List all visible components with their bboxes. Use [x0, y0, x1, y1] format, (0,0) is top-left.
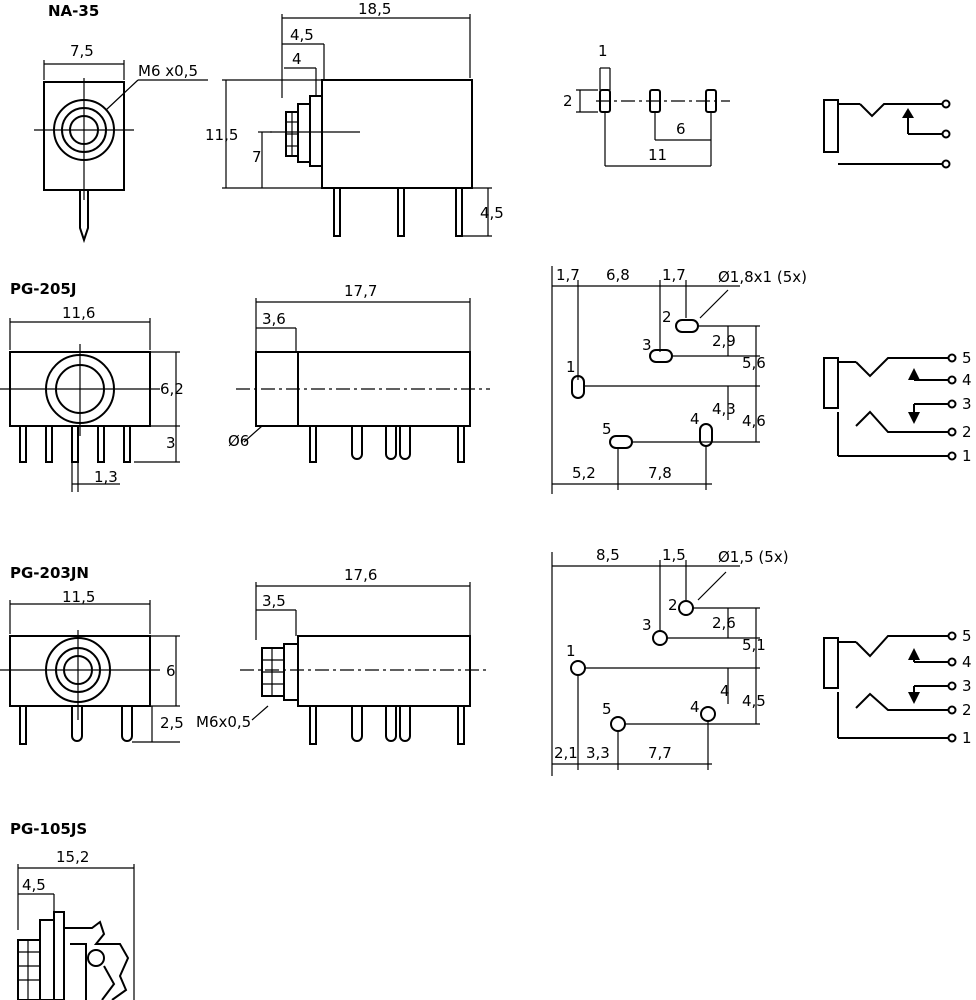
- pg203jn-thread: M6x0,5: [196, 713, 251, 731]
- pg203jn-sch-2: 2: [962, 701, 972, 719]
- na35-d2: 4: [292, 50, 302, 68]
- pg203jn-pin-3: 3: [642, 616, 652, 634]
- pg105js-d1: 4,5: [22, 876, 46, 894]
- pg205j-pin-4: 4: [690, 410, 700, 428]
- pg205j-pin-length: 3: [166, 434, 176, 452]
- pg203jn-front-width: 11,5: [62, 588, 95, 606]
- pg205j-dim-bot-b: 7,8: [648, 464, 672, 482]
- pg203jn-dim-r-a: 2,6: [712, 614, 736, 632]
- pg205j-section: PG-205J 11,6 6,2 3 1,3: [0, 266, 972, 494]
- pg205j-dim-r-a: 2,9: [712, 332, 736, 350]
- pg205j-top-b: 6,8: [606, 266, 630, 284]
- pg203jn-dim-bot-b: 3,3: [586, 744, 610, 762]
- na35-height: 11,5: [205, 126, 238, 144]
- na35-center: 7: [252, 148, 262, 166]
- pg203jn-title: PG-203JN: [10, 564, 89, 582]
- pg205j-sch-4: 4: [962, 371, 972, 389]
- na35-pin-length: 4,5: [480, 204, 504, 222]
- pg203jn-top-b: 8,5: [596, 546, 620, 564]
- pg205j-d1: 3,6: [262, 310, 286, 328]
- pg205j-front-view: 11,6 6,2 3 1,3: [0, 304, 184, 492]
- pg205j-sch-5: 5: [962, 349, 972, 367]
- pg105js-section: PG-105JS 15,2 4,5: [10, 820, 135, 1000]
- pg203jn-length: 17,6: [344, 566, 377, 584]
- na35-pin-label-1: 1: [598, 42, 608, 60]
- pg203jn-pin-2: 2: [668, 596, 678, 614]
- na35-front-view: 7,5 M6 x0,5: [34, 42, 208, 244]
- pg203jn-sch-4: 4: [962, 653, 972, 671]
- pg203jn-pin-5: 5: [602, 700, 612, 718]
- pg205j-front-width: 11,6: [62, 304, 95, 322]
- pg205j-sch-1: 1: [962, 447, 972, 465]
- pg203jn-pin-1: 1: [566, 642, 576, 660]
- pg205j-pitch: 1,3: [94, 468, 118, 486]
- pg203jn-d1: 3,5: [262, 592, 286, 610]
- pg203jn-sch-5: 5: [962, 627, 972, 645]
- pg203jn-dim-r-b: 5,1: [742, 636, 766, 654]
- pg203jn-section: PG-203JN 11,5 6 2,5: [0, 546, 972, 776]
- na35-spacing-a: 6: [676, 120, 686, 138]
- pg203jn-top-c: 1,5: [662, 546, 686, 564]
- pg205j-top-a: 1,7: [556, 266, 580, 284]
- pg203jn-dim-r-d: 4,5: [742, 692, 766, 710]
- pg105js-side-view: 15,2 4,5: [17, 848, 135, 1000]
- pg205j-dim-r-b: 5,6: [742, 354, 766, 372]
- pg205j-length: 17,7: [344, 282, 377, 300]
- pg205j-diameter: Ø6: [228, 432, 249, 450]
- pg205j-side-view: 17,7 3,6 Ø6: [228, 282, 490, 463]
- pg205j-front-height: 6,2: [160, 380, 184, 398]
- na35-pin-layout: 1 2 6 11: [563, 42, 730, 167]
- na35-front-width: 7,5: [70, 42, 94, 60]
- na35-side-view: 18,5 4,5 4 11,5 7: [205, 0, 504, 237]
- pg203jn-pin-4: 4: [690, 698, 700, 716]
- na35-thread: M6 x0,5: [138, 62, 198, 80]
- pg203jn-front-height: 6: [166, 662, 176, 680]
- na35-section: NA-35 7,5 M6 x0,5 18,5 4,5: [34, 0, 951, 244]
- pg203jn-sch-1: 1: [962, 729, 972, 747]
- pg205j-dim-r-d: 4,6: [742, 412, 766, 430]
- na35-title: NA-35: [48, 2, 99, 20]
- pg205j-dim-bot-a: 5,2: [572, 464, 596, 482]
- pg203jn-hole: Ø1,5 (5x): [718, 548, 789, 566]
- na35-spacing-b: 11: [648, 146, 667, 164]
- pg203jn-schematic: 5 4 3 2 1: [823, 627, 972, 747]
- pg205j-pin-1: 1: [566, 358, 576, 376]
- pg205j-pin-2: 2: [662, 308, 672, 326]
- pg105js-title: PG-105JS: [10, 820, 87, 838]
- na35-pin-label-2: 2: [563, 92, 573, 110]
- pg203jn-pin-length: 2,5: [160, 714, 184, 732]
- na35-d1: 4,5: [290, 26, 314, 44]
- pg205j-top-c: 1,7: [662, 266, 686, 284]
- pg203jn-dim-bot-a: 2,1: [554, 744, 578, 762]
- pg205j-pin-5: 5: [602, 420, 612, 438]
- pg203jn-dim-r-c: 4: [720, 682, 730, 700]
- pg205j-dim-r-c: 4,3: [712, 400, 736, 418]
- pg205j-sch-2: 2: [962, 423, 972, 441]
- pg105js-length: 15,2: [56, 848, 89, 866]
- na35-schematic: [823, 99, 951, 169]
- pg205j-pin-layout: 1,7 6,8 1,7 Ø1,8x1 (5x) 2 3 1 5 4 2,9 5,…: [551, 266, 807, 494]
- pg205j-schematic: 5 4 3 2 1: [823, 349, 972, 465]
- pg203jn-side-view: 17,6 3,5 M6x0,5: [196, 566, 490, 745]
- pg203jn-sch-3: 3: [962, 677, 972, 695]
- pg205j-hole: Ø1,8x1 (5x): [718, 268, 807, 286]
- na35-length: 18,5: [358, 0, 391, 18]
- pg203jn-pin-layout: 8,5 1,5 Ø1,5 (5x) 2 3 1 5 4 2,6 5,1 4 4,…: [551, 546, 789, 776]
- pg203jn-front-view: 11,5 6 2,5: [0, 588, 184, 745]
- pg205j-pin-3: 3: [642, 336, 652, 354]
- pg205j-sch-3: 3: [962, 395, 972, 413]
- pg205j-title: PG-205J: [10, 280, 76, 298]
- pg203jn-dim-bot-c: 7,7: [648, 744, 672, 762]
